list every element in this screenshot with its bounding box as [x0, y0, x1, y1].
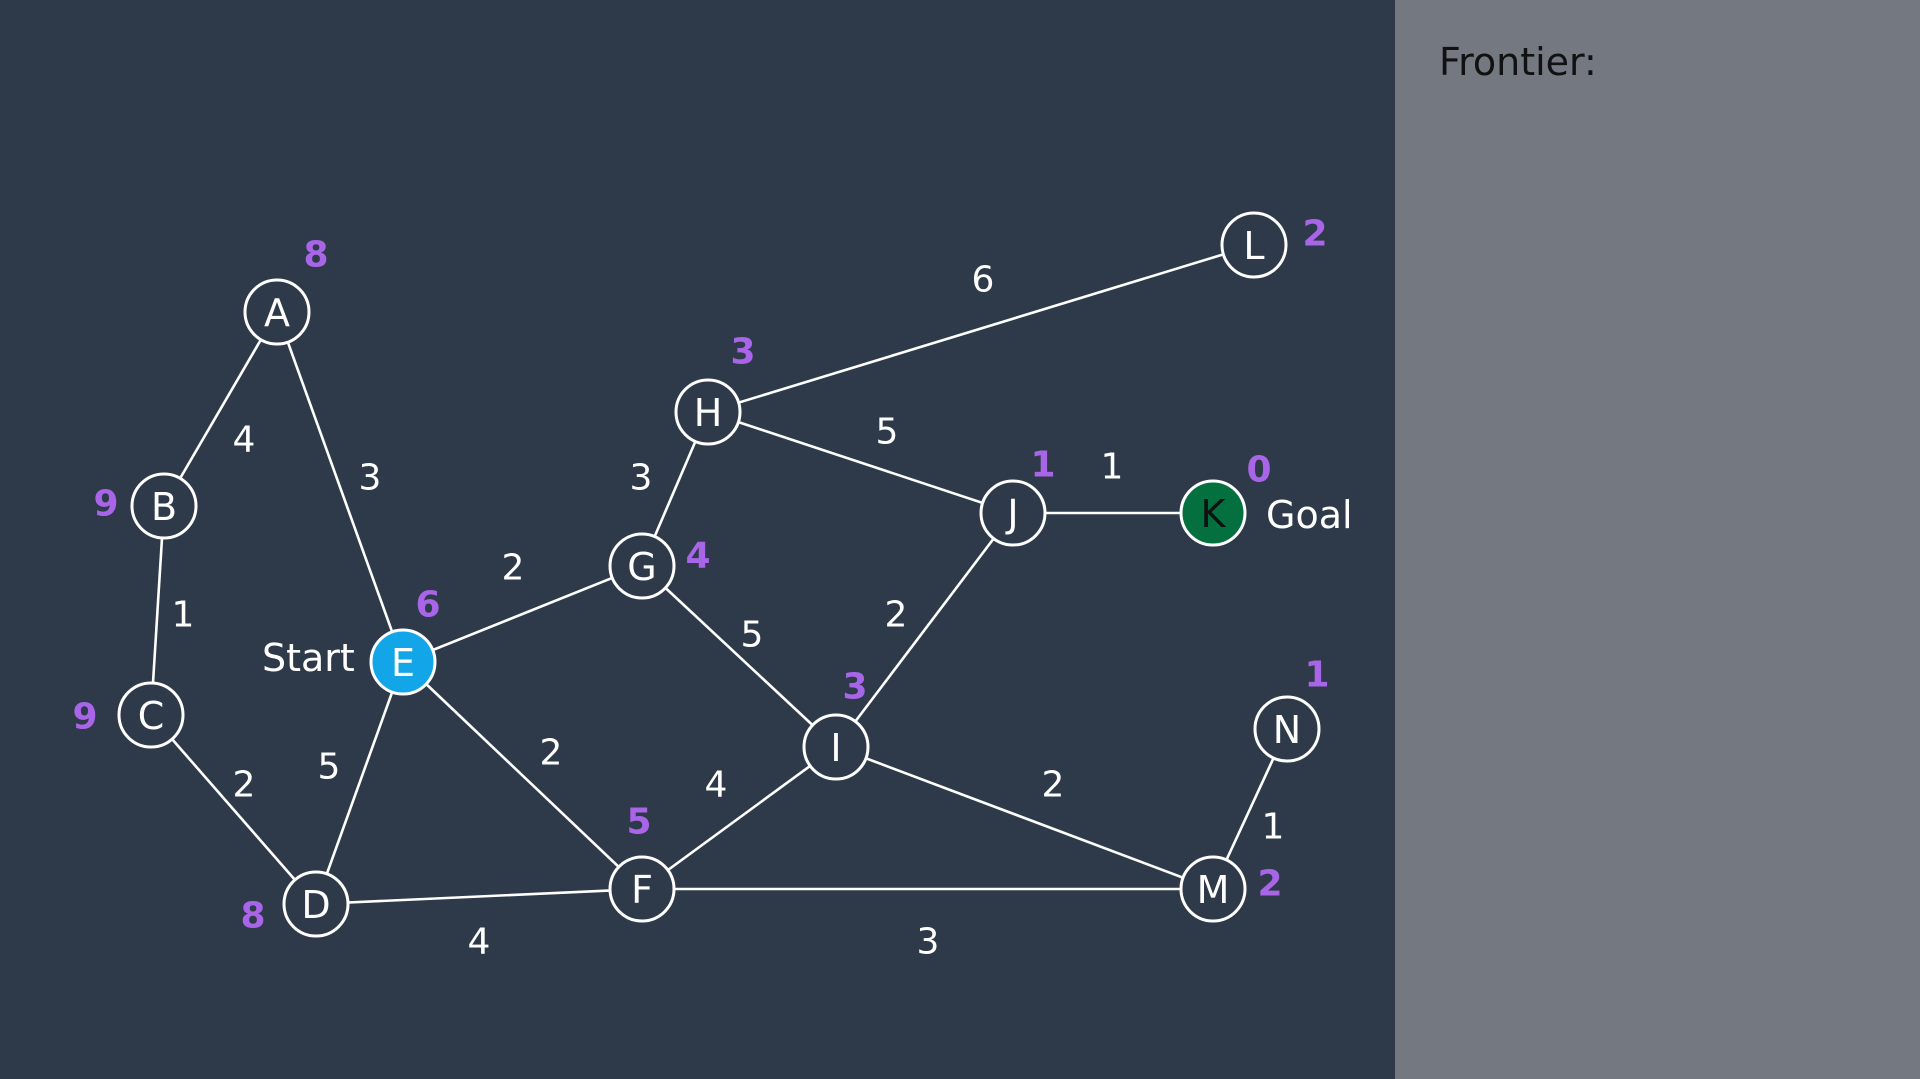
edge-weight-j-k: 1 — [1101, 447, 1124, 488]
node-label-g: G — [627, 545, 656, 589]
edge-weight-g-h: 3 — [630, 458, 653, 499]
start-tag-label: Start — [262, 636, 355, 680]
node-i: I3 — [802, 667, 870, 781]
heuristic-l: 2 — [1302, 214, 1327, 255]
frontier-panel: Frontier: — [1395, 0, 1920, 1079]
heuristic-d: 8 — [240, 896, 265, 937]
edges-layer — [149, 243, 1289, 906]
node-label-m: M — [1197, 868, 1230, 912]
edge-weight-e-g: 2 — [502, 548, 525, 589]
edge-e-f — [402, 661, 643, 890]
edge-weight-f-m: 3 — [917, 922, 940, 963]
edge-weight-c-d: 2 — [233, 765, 256, 806]
node-circle-d — [282, 870, 350, 938]
heuristic-k: 0 — [1246, 450, 1271, 491]
node-h: H3 — [674, 332, 756, 446]
node-circle-c — [117, 681, 185, 749]
node-label-f: F — [631, 868, 653, 912]
edge-d-e — [314, 661, 405, 905]
edge-weight-i-j: 2 — [885, 595, 908, 636]
node-j: J1 — [979, 445, 1056, 547]
node-label-d: D — [301, 883, 330, 927]
edge-weight-a-b: 4 — [233, 420, 256, 461]
node-circle-k — [1179, 479, 1247, 547]
heuristic-h: 3 — [730, 332, 755, 373]
node-circle-a — [243, 278, 311, 346]
edge-weight-a-e: 3 — [359, 458, 382, 499]
node-label-c: C — [138, 694, 165, 738]
node-a: A8 — [243, 235, 329, 346]
frontier-title: Frontier: — [1439, 40, 1597, 84]
edge-g-i — [641, 565, 837, 748]
edge-a-e — [275, 311, 405, 663]
heuristic-f: 5 — [626, 802, 651, 843]
heuristic-g: 4 — [685, 536, 710, 577]
edge-weight-b-c: 1 — [172, 595, 195, 636]
heuristic-a: 8 — [303, 235, 328, 276]
node-circle-g — [608, 532, 676, 600]
edge-h-j — [707, 410, 1014, 515]
edge-i-m — [835, 745, 1214, 891]
edge-d-f — [315, 887, 643, 906]
edge-weight-g-i: 5 — [741, 615, 764, 656]
heuristic-i: 3 — [842, 667, 867, 708]
edge-c-d — [150, 714, 317, 905]
goal-tag-label: Goal — [1266, 493, 1353, 537]
heuristic-e: 6 — [415, 585, 440, 626]
heuristic-m: 2 — [1257, 864, 1282, 905]
edge-a-b — [162, 311, 279, 507]
heuristic-b: 9 — [93, 484, 118, 525]
edge-i-j — [834, 512, 1015, 748]
node-circle-n — [1253, 695, 1321, 763]
node-label-i: I — [830, 726, 841, 770]
edge-weight-f-i: 4 — [705, 765, 728, 806]
edge-f-i — [641, 745, 837, 891]
node-circle-h — [674, 378, 742, 446]
edge-weight-d-e: 5 — [318, 747, 341, 788]
node-label-e: E — [391, 641, 415, 685]
node-n: N1 — [1253, 655, 1330, 763]
node-label-b: B — [151, 485, 177, 529]
node-d: D8 — [240, 870, 350, 938]
edge-weight-e-f: 2 — [540, 733, 563, 774]
node-f: F5 — [608, 802, 676, 923]
node-b: B9 — [93, 472, 198, 540]
heuristic-j: 1 — [1030, 445, 1055, 486]
node-circle-j — [979, 479, 1047, 547]
node-circle-b — [130, 472, 198, 540]
node-circle-m — [1179, 855, 1247, 923]
edge-weight-i-m: 2 — [1042, 765, 1065, 806]
edge-h-l — [707, 243, 1255, 414]
edge-b-c — [149, 505, 166, 716]
edge-weight-h-l: 6 — [972, 260, 995, 301]
node-circle-i — [802, 713, 870, 781]
node-label-a: A — [264, 291, 290, 335]
node-label-l: L — [1243, 224, 1264, 268]
edge-e-g — [402, 564, 643, 664]
heuristic-c: 9 — [72, 697, 97, 738]
node-c: C9 — [72, 681, 185, 749]
edge-weight-d-f: 4 — [468, 922, 491, 963]
node-label-n: N — [1273, 708, 1301, 752]
node-circle-e — [369, 628, 437, 696]
node-label-h: H — [694, 391, 723, 435]
node-label-k: K — [1201, 492, 1227, 536]
edge-weight-h-j: 5 — [876, 412, 899, 453]
heuristic-n: 1 — [1304, 655, 1329, 696]
edge-weight-m-n: 1 — [1262, 807, 1285, 848]
node-circle-f — [608, 855, 676, 923]
node-label-j: J — [1005, 492, 1018, 536]
node-circle-l — [1220, 211, 1288, 279]
